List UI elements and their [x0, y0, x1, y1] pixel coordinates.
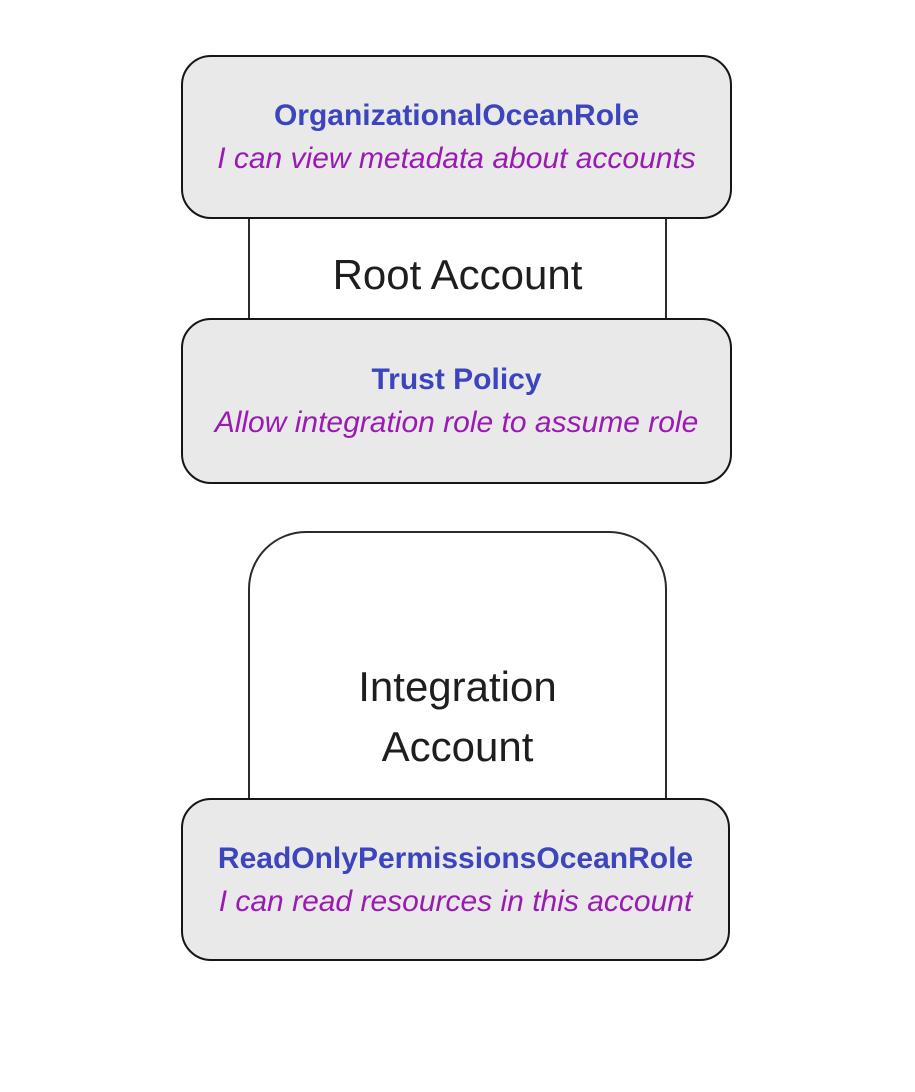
node-title-organizational-ocean-role: OrganizationalOceanRole — [273, 99, 640, 132]
node-description-readonly-permissions-ocean-role: I can read resources in this account — [218, 884, 693, 918]
node-description-trust-policy: Allow integration role to assume role — [214, 406, 699, 439]
cluster-label-root-account: Root Account — [248, 245, 667, 305]
node-title-readonly-permissions-ocean-role: ReadOnlyPermissionsOceanRole — [217, 841, 694, 875]
cluster-label-integration-account: Integration Account — [248, 657, 667, 777]
node-trust-policy: Trust Policy Allow integration role to a… — [181, 318, 732, 484]
node-readonly-permissions-ocean-role: ReadOnlyPermissionsOceanRole I can read … — [181, 798, 730, 961]
node-description-organizational-ocean-role: I can view metadata about accounts — [217, 142, 696, 175]
node-title-trust-policy: Trust Policy — [371, 363, 542, 396]
root-account-label-text: Root Account — [332, 251, 583, 298]
node-organizational-ocean-role: OrganizationalOceanRole I can view metad… — [181, 55, 732, 219]
integration-account-label-text: Integration Account — [358, 663, 557, 770]
